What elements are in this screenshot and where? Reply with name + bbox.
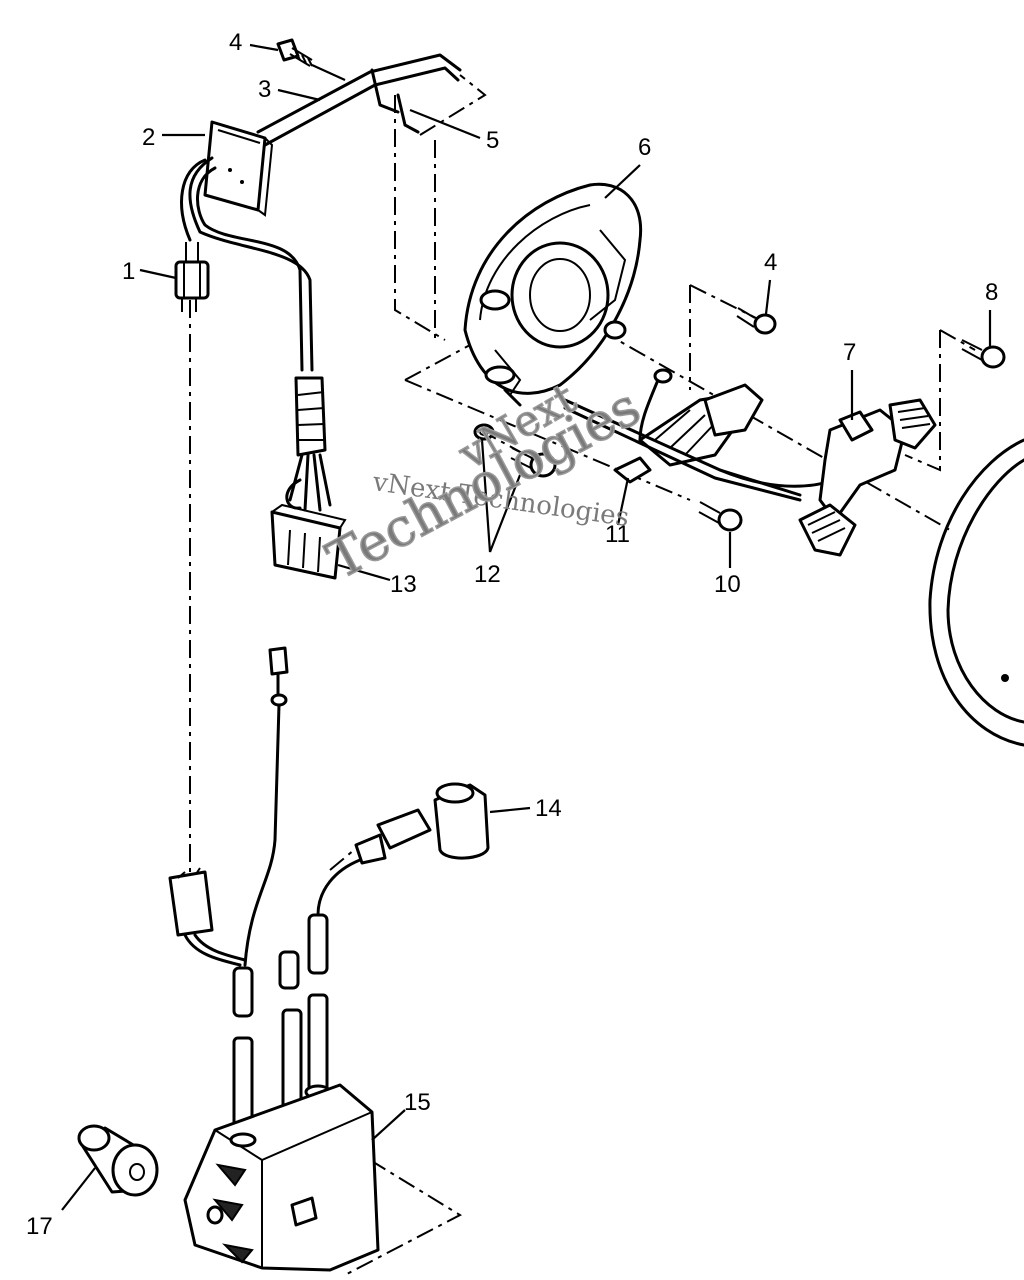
part-grommet-17 — [77, 1124, 159, 1197]
watermark-text-diag-2: Technologies — [318, 377, 650, 592]
assembly-lines — [189, 74, 976, 1276]
watermark: vNext Technologies vNext Technologies — [317, 372, 651, 592]
part-screw-12 — [473, 423, 557, 478]
part-stator-plate-6 — [463, 182, 643, 407]
callout-2: 2 — [142, 124, 155, 151]
leader-lines — [61, 43, 992, 1211]
callout-11: 11 — [605, 521, 630, 548]
part-regulator-2 — [203, 120, 274, 217]
callout-4-top: 4 — [229, 29, 242, 56]
part-screw-4-right — [736, 307, 777, 335]
callout-8: 8 — [985, 279, 998, 306]
callout-15: 15 — [404, 1089, 431, 1116]
part-connector-1 — [174, 242, 210, 312]
part-lower-connector — [168, 867, 247, 967]
part-charge-coil — [563, 368, 837, 502]
callout-numbers: 1 2 3 4 4 5 6 7 8 10 11 12 13 14 15 17 — [26, 29, 998, 1240]
callout-14: 14 — [535, 795, 562, 822]
callout-3: 3 — [258, 76, 271, 103]
part-screw-4-top — [276, 38, 313, 67]
callout-6: 6 — [638, 134, 651, 161]
part-plug-13 — [270, 503, 347, 580]
callout-17: 17 — [26, 1213, 53, 1240]
part-screw-8 — [961, 339, 1006, 369]
callout-7: 7 — [843, 339, 856, 366]
part-ground-wire — [243, 646, 289, 967]
part-ignition-coil-15 — [183, 1083, 380, 1272]
part-wire-harness — [180, 156, 332, 512]
callout-12: 12 — [474, 561, 501, 588]
callout-5: 5 — [486, 127, 499, 154]
part-clip-11 — [613, 456, 652, 484]
part-bracket-3 — [256, 53, 462, 147]
callout-10: 10 — [714, 571, 741, 598]
callout-13: 13 — [390, 571, 417, 598]
callout-4-right: 4 — [764, 249, 777, 276]
part-plug-cap-14 — [316, 782, 490, 917]
part-trigger-coil-7 — [798, 398, 937, 557]
callout-1: 1 — [122, 258, 135, 285]
part-flywheel — [928, 438, 1024, 747]
part-screw-10 — [698, 501, 743, 532]
